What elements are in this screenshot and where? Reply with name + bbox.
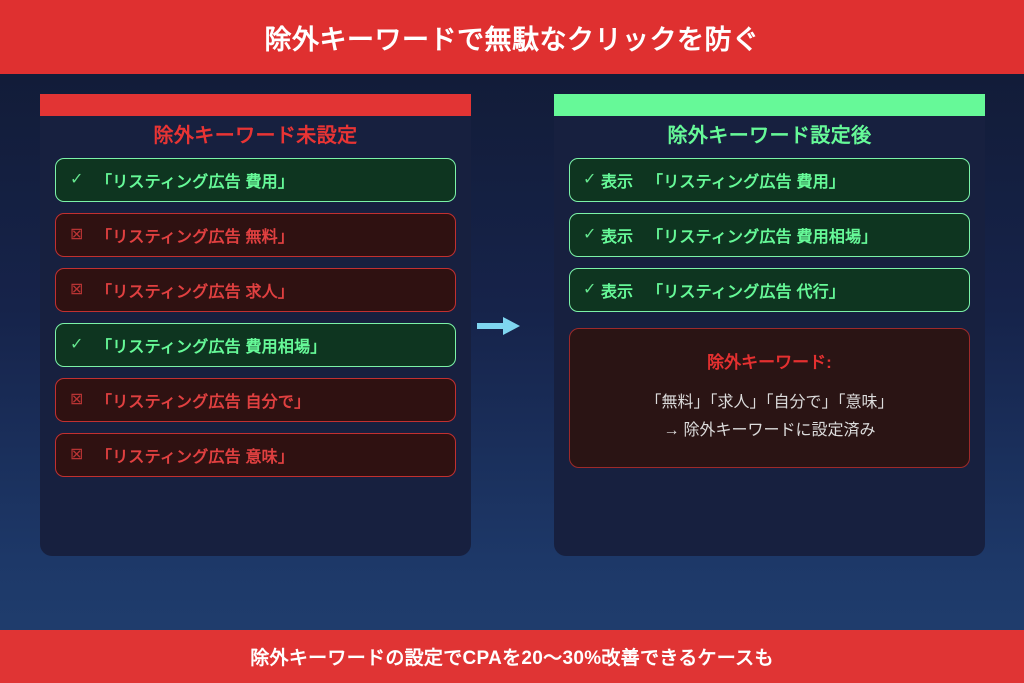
list-item[interactable]: ✓ 表示 「リスティング広告 費用相場」 xyxy=(569,213,970,257)
status-badge: 表示 xyxy=(601,284,634,301)
negative-keywords-box: 除外キーワード: 「無料」「求人」「自分で」「意味」 → 除外キーワードに設定済… xyxy=(569,328,970,468)
keyword-text: 「リスティング広告 意味」 xyxy=(96,449,295,466)
list-item[interactable]: ⊠ 「リスティング広告 無料」 xyxy=(55,213,456,257)
page-title: 除外キーワードで無駄なクリックを防ぐ xyxy=(264,24,760,55)
list-item[interactable]: ⊠ 「リスティング広告 自分で」 xyxy=(55,378,456,422)
status-badge: 表示 xyxy=(601,229,634,246)
negative-keywords-note: → 除外キーワードに設定済み xyxy=(663,422,876,439)
list-item[interactable]: ✓ 表示 「リスティング広告 費用」 xyxy=(569,158,970,202)
panel-after-list: ✓ 表示 「リスティング広告 費用」 ✓ 表示 「リスティング広告 費用相場」 … xyxy=(569,158,970,468)
check-icon: ✓ xyxy=(70,171,84,188)
check-icon: ✓ xyxy=(583,171,597,188)
keyword-text: 「リスティング広告 費用相場」 xyxy=(647,229,878,246)
boxed-x-icon: ⊠ xyxy=(70,391,84,408)
boxed-x-icon: ⊠ xyxy=(70,281,84,298)
keyword-text: 「リスティング広告 代行」 xyxy=(647,284,846,301)
keyword-text: 「リスティング広告 自分で」 xyxy=(96,394,311,411)
list-item[interactable]: ⊠ 「リスティング広告 意味」 xyxy=(55,433,456,477)
boxed-x-icon: ⊠ xyxy=(70,446,84,463)
panel-before-strip xyxy=(40,94,471,116)
check-icon: ✓ xyxy=(583,226,597,243)
panel-before-title: 除外キーワード未設定 xyxy=(153,125,358,147)
panel-after-strip xyxy=(554,94,985,116)
footer-banner: 除外キーワードの設定でCPAを20〜30%改善できるケースも xyxy=(0,630,1024,683)
keyword-text: 「リスティング広告 費用」 xyxy=(96,174,295,191)
footer-message: 除外キーワードの設定でCPAを20〜30%改善できるケースも xyxy=(250,648,774,669)
list-item[interactable]: ⊠ 「リスティング広告 求人」 xyxy=(55,268,456,312)
list-item[interactable]: ✓ 表示 「リスティング広告 代行」 xyxy=(569,268,970,312)
keyword-text: 「リスティング広告 費用相場」 xyxy=(96,339,327,356)
negative-keywords-title: 除外キーワード: xyxy=(707,353,832,372)
keyword-text: 「リスティング広告 無料」 xyxy=(96,229,295,246)
check-icon: ✓ xyxy=(583,281,597,298)
panel-after-title: 除外キーワード設定後 xyxy=(667,125,872,147)
header-banner: 除外キーワードで無駄なクリックを防ぐ xyxy=(0,0,1024,74)
status-badge: 表示 xyxy=(601,174,634,191)
keyword-text: 「リスティング広告 求人」 xyxy=(96,284,295,301)
list-item[interactable]: ✓ 「リスティング広告 費用」 xyxy=(55,158,456,202)
keyword-text: 「リスティング広告 費用」 xyxy=(647,174,846,191)
arrow-right-icon xyxy=(477,314,521,338)
list-item[interactable]: ✓ 「リスティング広告 費用相場」 xyxy=(55,323,456,367)
panel-after: 除外キーワード設定後 ✓ 表示 「リスティング広告 費用」 ✓ 表示 「リスティ… xyxy=(554,94,985,556)
panel-before: 除外キーワード未設定 ✓ 「リスティング広告 費用」 ⊠ 「リスティング広告 無… xyxy=(40,94,471,556)
boxed-x-icon: ⊠ xyxy=(70,226,84,243)
check-icon: ✓ xyxy=(70,336,84,353)
negative-keywords-list: 「無料」「求人」「自分で」「意味」 xyxy=(645,394,894,411)
panel-before-list: ✓ 「リスティング広告 費用」 ⊠ 「リスティング広告 無料」 ⊠ 「リスティン… xyxy=(55,158,456,488)
